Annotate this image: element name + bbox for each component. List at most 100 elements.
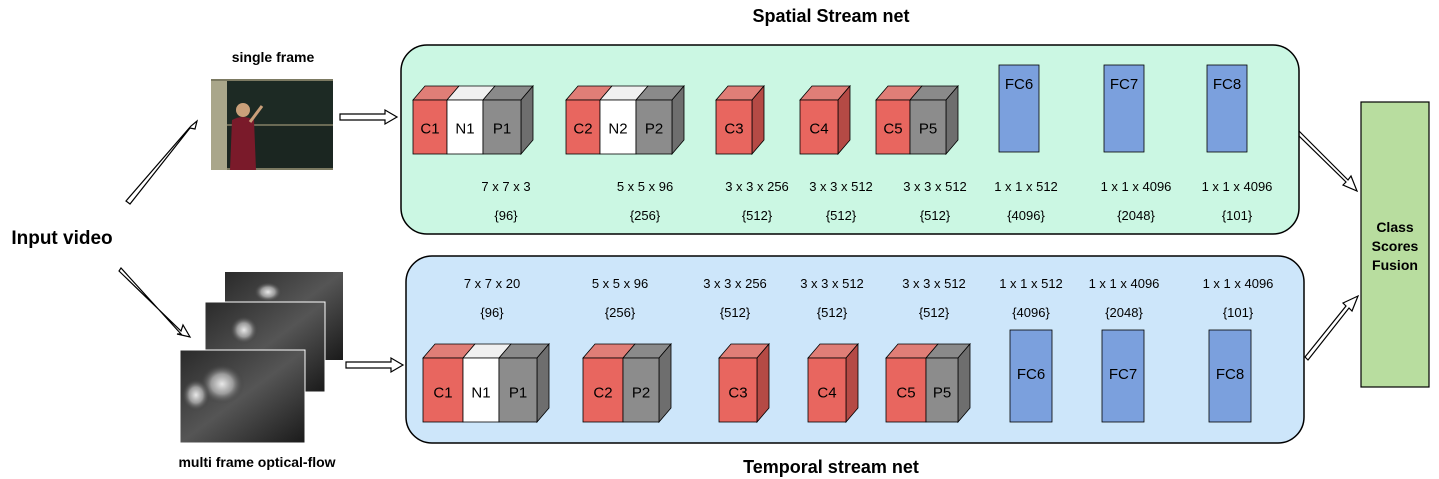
temporal-layer-dims: 1 x 1 x 512	[999, 276, 1063, 291]
temporal-layer-dims: 3 x 3 x 512	[800, 276, 864, 291]
temporal-block-label: C4	[817, 385, 836, 402]
arrow-input-to-frame	[125, 119, 199, 205]
spatial-fc-rect	[998, 64, 1040, 153]
temporal-block-fc6: FC6	[1009, 329, 1053, 423]
temporal-block-label: C1	[433, 385, 452, 402]
spatial-layer-dims: 1 x 1 x 4096	[1101, 179, 1172, 194]
spatial-block-c1: C1	[412, 85, 460, 155]
spatial-block-front-face	[909, 99, 947, 155]
temporal-block-side-face	[658, 342, 672, 424]
temporal-block-side-face	[756, 342, 770, 424]
temporal-layer-1: C1 N1 P1 7 x 7 x 20 {96}	[422, 276, 550, 424]
input-video-label: Input video	[11, 228, 112, 249]
spatial-block-c4: C4	[799, 84, 851, 156]
arrow-input-to-flow	[118, 267, 192, 338]
spatial-layer-filters: {512}	[742, 208, 773, 223]
temporal-layer-dims: 1 x 1 x 4096	[1203, 276, 1274, 291]
spatial-block-n1: N1	[446, 85, 496, 155]
temporal-block-label: P2	[632, 385, 650, 402]
temporal-block-front-face	[498, 357, 538, 423]
spatial-layer-5: C5 P5 3 x 3 x 512 {512}	[875, 84, 967, 223]
temporal-block-label: P5	[933, 385, 951, 402]
temporal-block-c1: C1	[422, 343, 476, 423]
spatial-layer-4: C4 3 x 3 x 512 {512}	[799, 84, 873, 223]
temporal-block-label: C5	[896, 385, 915, 402]
spatial-block-label: C4	[809, 120, 828, 137]
fusion-label-line-3: Fusion	[1372, 257, 1418, 273]
spatial-fc-label: FC8	[1213, 76, 1241, 93]
spatial-layer-dims: 3 x 3 x 512	[809, 179, 873, 194]
temporal-layer-filters: {2048}	[1105, 305, 1143, 320]
temporal-layer-dims: 7 x 7 x 20	[464, 276, 520, 291]
spatial-block-p5: P5	[909, 84, 959, 156]
spatial-fc-rect	[1206, 64, 1248, 153]
spatial-block-p1: P1	[482, 84, 534, 156]
spatial-layer-filters: {256}	[630, 208, 661, 223]
spatial-layer-filters: {2048}	[1117, 208, 1155, 223]
class-scores-fusion-box	[1360, 101, 1430, 388]
temporal-layer-3: C3 3 x 3 x 256 {512}	[703, 276, 770, 424]
temporal-layer-dims: 1 x 1 x 4096	[1089, 276, 1160, 291]
spatial-fc-label: FC6	[1005, 76, 1033, 93]
spatial-block-label: N1	[455, 120, 474, 137]
temporal-block-fc8: FC8	[1208, 329, 1252, 423]
arrow-spatial-to-fusion	[1296, 130, 1359, 193]
spatial-block-fc8: FC8	[1206, 64, 1248, 153]
temporal-fc-label: FC7	[1109, 366, 1137, 383]
single-frame-image	[211, 79, 333, 170]
temporal-block-c4: C4	[807, 342, 859, 424]
spatial-block-fc7: FC7	[1103, 64, 1145, 153]
optical-flow-label: multi frame optical-flow	[178, 454, 335, 470]
spatial-layer-filters: {512}	[826, 208, 857, 223]
spatial-block-c3: C3	[715, 84, 765, 156]
temporal-block-c5: C5	[885, 343, 939, 423]
spatial-layer-filters: {4096}	[1007, 208, 1045, 223]
fusion-label-line-1: Class	[1376, 219, 1414, 235]
spatial-block-fc6: FC6	[998, 64, 1040, 153]
temporal-block-label: N1	[471, 385, 490, 402]
temporal-title: Temporal stream net	[743, 457, 919, 477]
spatial-block-front-face	[482, 99, 522, 155]
temporal-block-front-face	[718, 357, 758, 423]
temporal-block-front-face	[622, 357, 660, 423]
spatial-layer-dims: 1 x 1 x 512	[994, 179, 1058, 194]
spatial-block-label: C5	[883, 120, 902, 137]
temporal-layer-dims: 3 x 3 x 256	[703, 276, 767, 291]
temporal-block-c3: C3	[718, 342, 770, 424]
spatial-layer-dims: 3 x 3 x 512	[903, 179, 967, 194]
spatial-block-n2: N2	[599, 85, 649, 155]
temporal-block-p1: P1	[498, 342, 550, 424]
temporal-block-front-face	[807, 357, 847, 423]
spatial-layer-dims: 5 x 5 x 96	[617, 179, 673, 194]
spatial-block-label: C1	[420, 120, 439, 137]
spatial-block-p2: P2	[635, 84, 685, 156]
temporal-fc-label: FC6	[1017, 366, 1045, 383]
temporal-layer-filters: {96}	[480, 305, 504, 320]
temporal-block-front-face	[925, 357, 959, 423]
temporal-block-fc7: FC7	[1101, 329, 1145, 423]
temporal-fc-label: FC8	[1216, 366, 1244, 383]
spatial-layer-dims: 1 x 1 x 4096	[1202, 179, 1273, 194]
temporal-block-label: C2	[593, 385, 612, 402]
fusion-label-line-2: Scores	[1372, 238, 1419, 254]
temporal-block-label: P1	[509, 385, 527, 402]
single-frame-label: single frame	[232, 49, 315, 65]
temporal-layer-4: C43 x 3 x 512{512}	[800, 276, 864, 424]
spatial-layer-filters: {512}	[920, 208, 951, 223]
optical-flow-frames	[179, 272, 343, 444]
temporal-fc-rect	[1101, 329, 1145, 423]
temporal-layer-filters: {512}	[720, 305, 751, 320]
temporal-block-side-face	[536, 342, 550, 424]
spatial-block-front-face	[715, 99, 753, 155]
temporal-block-front-face	[885, 357, 927, 423]
spatial-fc-label: FC7	[1110, 76, 1138, 93]
spatial-layer-7: FC7 1 x 1 x 4096 {2048}	[1101, 64, 1172, 223]
